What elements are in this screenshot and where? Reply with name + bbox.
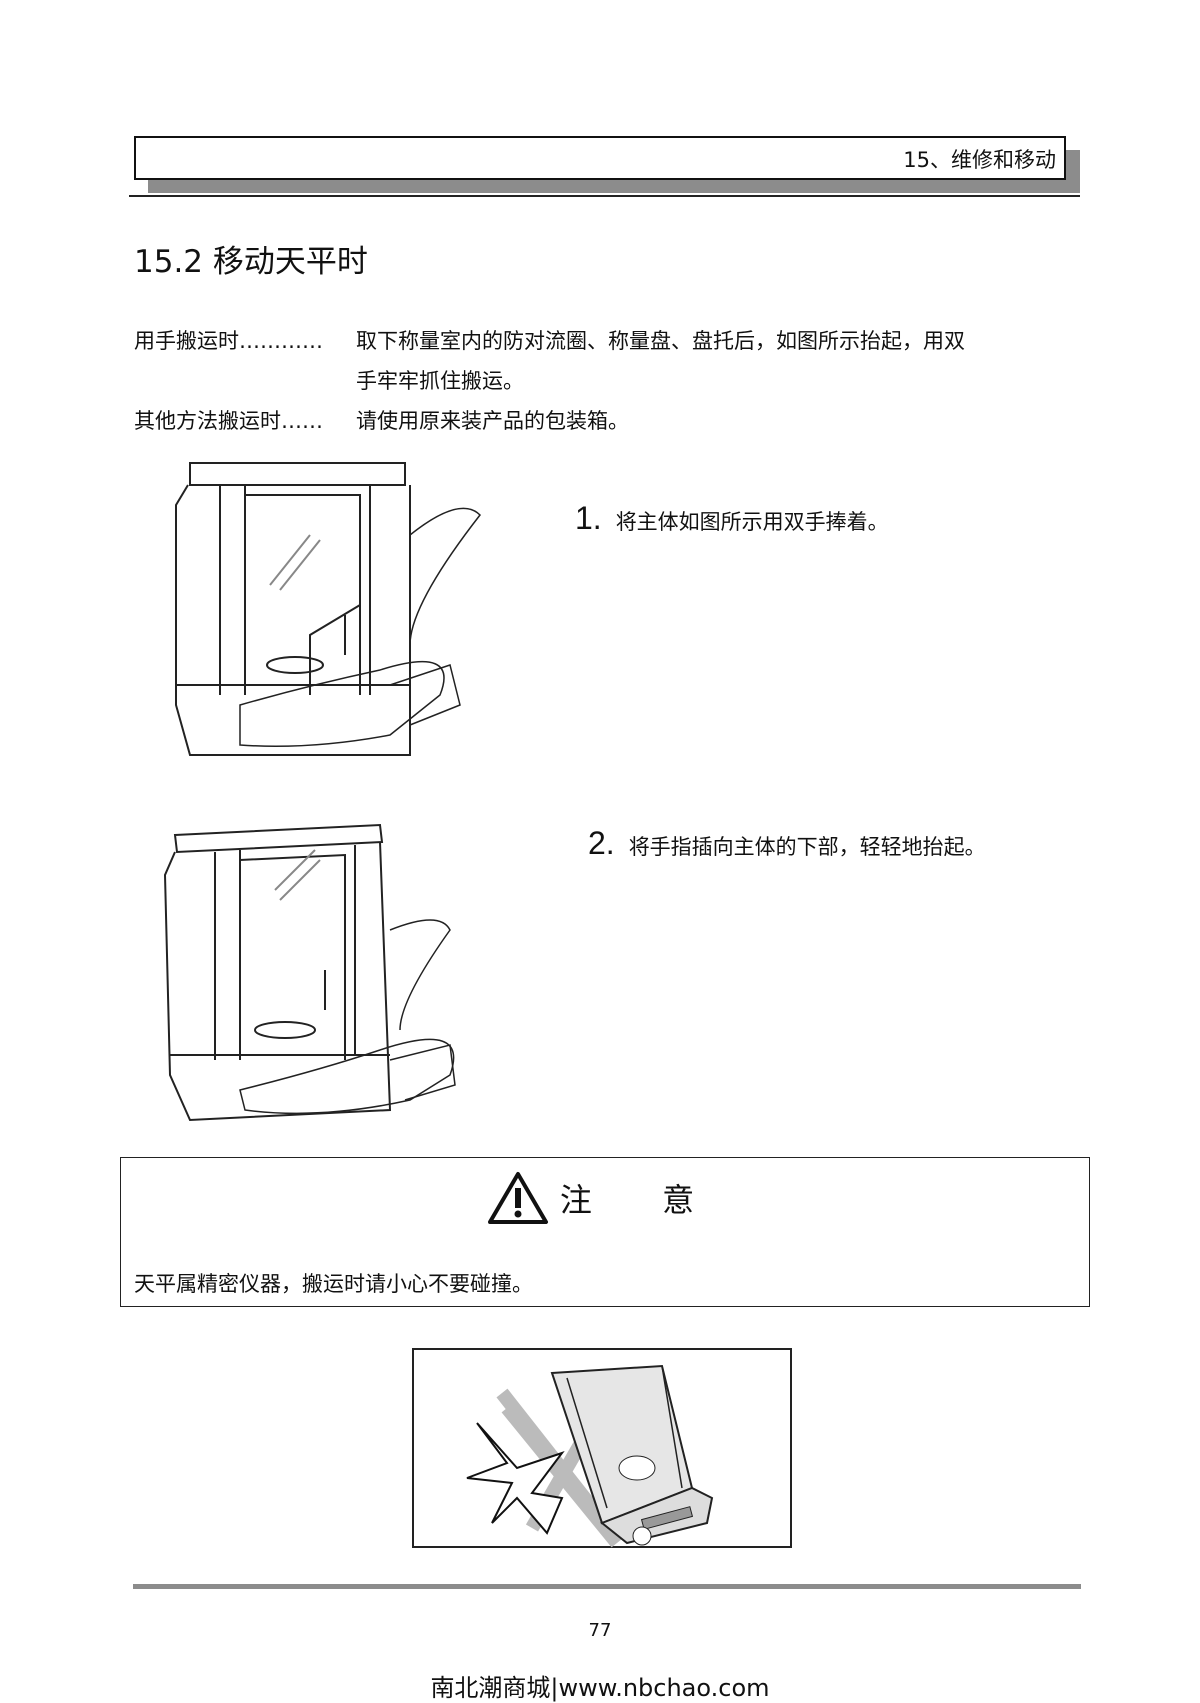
step-2-number: 2.	[588, 825, 615, 861]
warning-triangle-icon	[487, 1172, 548, 1224]
method-hand-label: 用手搬运时…………	[134, 329, 323, 353]
figure-do-not-bump	[412, 1348, 792, 1548]
method-hand-text-cont: 手牢牢抓住搬运。	[356, 369, 524, 393]
figure-carry-hands-under	[175, 462, 481, 756]
site-footer: 南北潮商城|www.nbchao.com	[430, 1674, 770, 1702]
footer-divider	[133, 1584, 1081, 1589]
figure-lift-from-bottom	[163, 823, 456, 1122]
step-2: 2. 将手指插向主体的下部，轻轻地抬起。	[588, 825, 986, 862]
step-2-text: 将手指插向主体的下部，轻轻地抬起。	[628, 835, 986, 859]
caution-text: 天平属精密仪器，搬运时请小心不要碰撞。	[134, 1272, 533, 1296]
method-other-text: 请使用原来装产品的包装箱。	[356, 409, 629, 433]
chapter-header: 15、维修和移动	[134, 136, 1066, 180]
chapter-title: 15、维修和移动	[903, 148, 1056, 172]
step-1: 1. 将主体如图所示用双手捧着。	[575, 500, 889, 537]
section-title: 15.2 移动天平时	[134, 244, 368, 280]
caution-title: 注 意	[559, 1181, 725, 1219]
caution-header: 注 意	[121, 1170, 1089, 1226]
caution-box: 注 意 天平属精密仪器，搬运时请小心不要碰撞。	[120, 1157, 1090, 1307]
step-1-number: 1.	[575, 500, 602, 536]
header-divider	[129, 195, 1080, 197]
method-hand-text: 取下称量室内的防对流圈、称量盘、盘托后，如图所示抬起，用双	[356, 329, 965, 353]
page-number: 77	[588, 1620, 612, 1641]
method-other-label: 其他方法搬运时……	[134, 409, 323, 433]
step-1-text: 将主体如图所示用双手捧着。	[615, 510, 889, 534]
